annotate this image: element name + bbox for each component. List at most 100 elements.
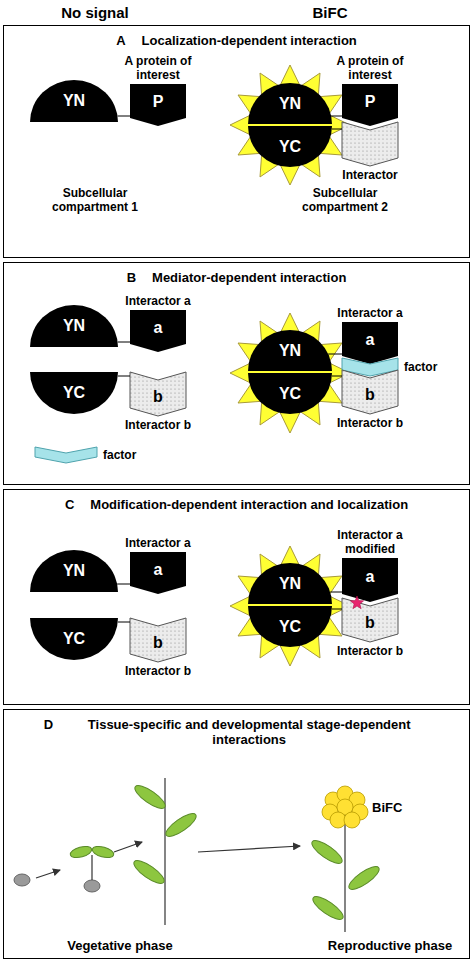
protein-box: Interactor a modifieda <box>342 558 398 602</box>
shape-fill <box>130 84 186 126</box>
shape-fill <box>342 84 398 126</box>
shape-fill <box>35 447 97 463</box>
stem <box>91 855 92 880</box>
shape-label: YN <box>30 80 118 122</box>
shape-label: YN <box>248 330 332 371</box>
protein-label: Interactor a <box>108 294 208 308</box>
panel-letter: A <box>116 33 125 48</box>
modification-star <box>350 596 363 609</box>
shape-label: b <box>342 598 398 642</box>
stem <box>344 812 345 932</box>
shape-label: a <box>342 322 398 364</box>
shape-fill <box>30 80 118 122</box>
cotyledon <box>91 844 115 859</box>
shape-fill <box>248 83 332 124</box>
shape-fill <box>30 618 118 660</box>
shape-fill <box>130 310 186 352</box>
protein-label: Interactor b <box>103 418 213 432</box>
figure-label: No signal <box>25 4 165 21</box>
panel-title: Mediator-dependent interaction <box>152 270 346 285</box>
linker-line <box>118 342 130 343</box>
interactor-box: bInteractor b <box>342 598 398 642</box>
shape-fill <box>248 126 332 167</box>
figure-label: Subcellular compartment 1 <box>35 186 155 214</box>
interactor-box: bInteractor b <box>130 372 186 416</box>
panel-box: D Tissue-specific and developmental stage… <box>3 709 470 959</box>
stage-arrow <box>198 846 300 852</box>
linker-line <box>118 376 130 377</box>
shape-fill <box>130 552 186 594</box>
leaf <box>131 857 167 887</box>
linker-line <box>331 116 342 117</box>
protein-box: A protein of interestP <box>342 84 398 126</box>
panel-letter: D <box>44 717 53 732</box>
linker-line <box>332 376 342 377</box>
yfp-c-fragment: YC <box>30 618 118 660</box>
linker-line <box>332 129 342 130</box>
shape-fill <box>342 558 398 602</box>
yfp-n-fragment: YN <box>248 563 332 604</box>
protein-label: A protein of interest <box>322 54 418 82</box>
protein-label: Interactor a <box>320 306 420 320</box>
panel-heading: CModification-dependent interaction and … <box>4 497 469 512</box>
yfp-n-fragment: YN <box>30 550 118 592</box>
bifc-glow <box>230 313 350 433</box>
shape-fill <box>30 372 118 414</box>
shape-label: P <box>342 84 398 126</box>
protein-label: Interactor b <box>103 664 213 678</box>
linker-line <box>118 622 130 623</box>
protein-box: Interactor aa <box>342 322 398 364</box>
interactor-box: Interactor <box>342 122 398 166</box>
shape-fill <box>130 618 186 662</box>
shape-fill <box>248 563 332 604</box>
linker-line <box>117 584 130 585</box>
shape-fill <box>130 372 186 416</box>
shape-label: YC <box>248 606 332 647</box>
shape-fill <box>30 305 118 347</box>
shape-fill <box>30 550 118 592</box>
figure-label: Reproductive phase <box>290 938 474 953</box>
shape-label: YN <box>248 563 332 604</box>
panel-title: Tissue-specific and developmental stage-… <box>69 717 429 747</box>
protein-label: A protein of interest <box>110 54 206 82</box>
shape-label: a <box>342 558 398 602</box>
shape-label: YC <box>248 126 332 167</box>
yfp-n-fragment: YN <box>248 83 332 124</box>
yfp-n-fragment: YN <box>30 80 118 122</box>
shape-fill <box>248 606 332 647</box>
panel-box: ALocalization-dependent interactionYNA p… <box>3 25 470 258</box>
yfp-c-fragment: YC <box>30 372 118 414</box>
shape-label: YN <box>248 83 332 124</box>
protein-box: Interactor aa <box>130 310 186 352</box>
shape-label: YC <box>30 372 118 414</box>
panel-letter: C <box>65 497 74 512</box>
panel-heading: A Localization-dependent interaction <box>4 33 469 48</box>
protein-label: factor <box>103 448 136 462</box>
cotyledon <box>69 844 93 859</box>
protein-box: A protein of interestP <box>130 84 186 126</box>
protein-label: Interactor b <box>315 416 425 430</box>
shape-label: YN <box>30 550 118 592</box>
protein-label: Interactor b <box>315 644 425 658</box>
shape-fill <box>248 373 332 414</box>
yfp-c-fragment: YC <box>248 126 332 167</box>
linker-line <box>118 116 131 117</box>
protein-label: Interactor a <box>108 536 208 550</box>
stage-arrow <box>114 842 142 852</box>
shape-label: a <box>130 310 186 352</box>
panel-title: Localization-dependent interaction <box>142 33 357 48</box>
stem <box>164 778 165 925</box>
shape-outline <box>342 122 398 166</box>
leaf <box>163 810 199 840</box>
yfp-c-fragment: YC <box>248 373 332 414</box>
stage-arrow <box>36 870 60 878</box>
plant-development <box>14 778 382 932</box>
panel-box: CModification-dependent interaction and … <box>3 489 470 705</box>
seed <box>84 880 100 892</box>
shape-outline <box>35 447 97 463</box>
leaf <box>309 837 345 867</box>
panel-letter: B <box>127 270 136 285</box>
protein-label: factor <box>404 360 437 374</box>
